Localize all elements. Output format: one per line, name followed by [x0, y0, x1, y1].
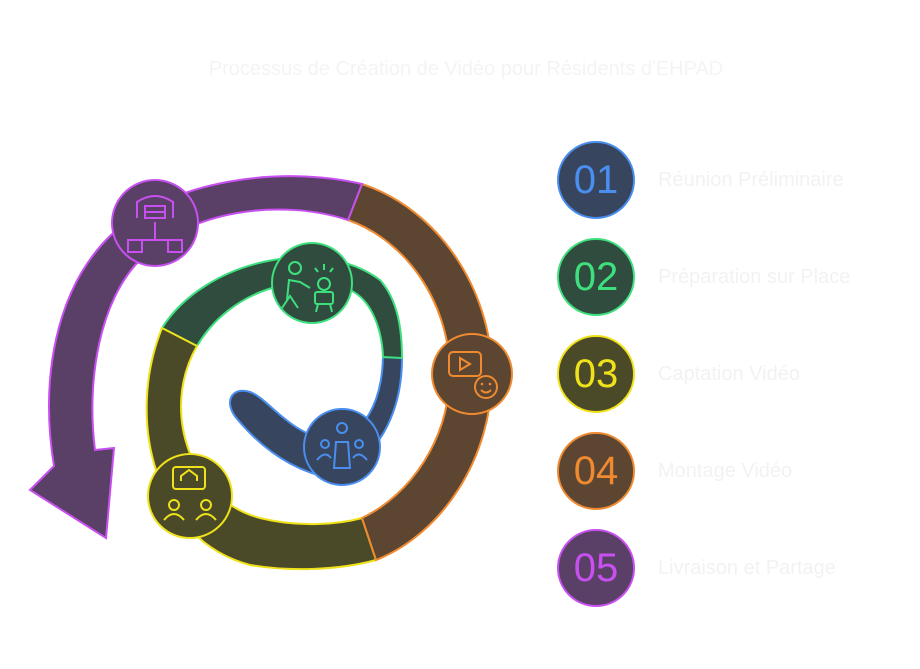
step-number-badge: 05: [557, 529, 635, 607]
home-presentation-people-icon: [147, 453, 233, 539]
warehouse-distribution-icon: [111, 179, 199, 267]
video-play-smile-icon: [431, 333, 513, 415]
step-number-badge: 03: [557, 335, 635, 413]
legend-item-step-03: 03 Captation Vidéo: [557, 335, 917, 417]
legend-item-step-05: 05 Livraison et Partage: [557, 529, 917, 611]
step-label: Montage Vidéo: [658, 460, 793, 482]
step-number-badge: 02: [557, 238, 635, 316]
step-label: Livraison et Partage: [658, 557, 836, 579]
step-number-badge: 04: [557, 432, 635, 510]
legend-item-step-04: 04 Montage Vidéo: [557, 432, 917, 514]
diagram-title: Processus de Création de Vidéo pour Rési…: [208, 58, 724, 80]
legend-item-step-01: 01 Réunion Préliminaire: [557, 141, 917, 223]
step-label: Réunion Préliminaire: [658, 169, 844, 191]
meeting-table-icon: [303, 408, 381, 486]
segment-step-04: [346, 182, 494, 562]
step-label: Captation Vidéo: [658, 363, 800, 385]
legend-item-step-02: 02 Préparation sur Place: [557, 238, 917, 320]
caregiver-with-resident-icon: [271, 242, 353, 324]
step-number-badge: 01: [557, 141, 635, 219]
step-label: Préparation sur Place: [658, 266, 851, 288]
